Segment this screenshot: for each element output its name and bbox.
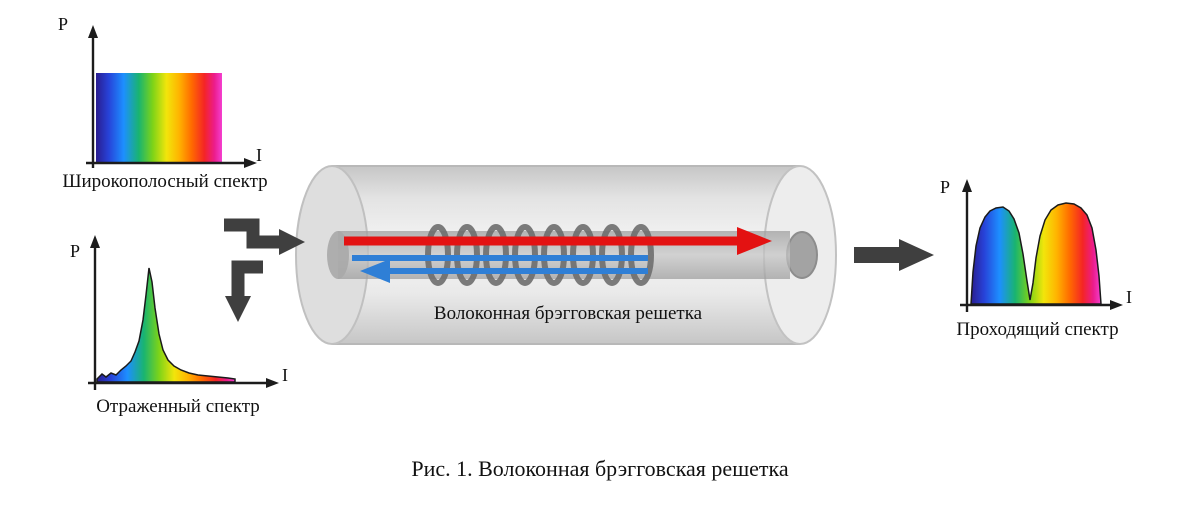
figure-caption: Рис. 1. Волоконная брэгговская решетка [411, 456, 789, 481]
broadband-p-axis-label: P [58, 14, 69, 34]
transmitted-p-axis-label: P [940, 177, 951, 197]
reflected-i-axis-label: I [282, 365, 288, 385]
transmitted-spectrum-title: Проходящий спектр [956, 319, 1119, 340]
incident-light-arrowhead [737, 227, 772, 255]
fiber-bragg-grating-label: Волоконная брэгговская решетка [433, 303, 703, 324]
broadband-i-axis-label: I [256, 145, 262, 165]
reflected-p-axis-label: P [70, 241, 81, 261]
reflected-spectrum-title: Отраженный спектр [96, 396, 260, 417]
transmitted-x-axis-arrowhead [1110, 300, 1123, 310]
incident-light-arrow [344, 227, 772, 255]
broadband-spectrum-plot [86, 25, 257, 168]
reflected-spectrum-curve [96, 267, 236, 383]
reflected-light-arrowhead [360, 259, 390, 283]
transmitted-spectrum-curve [970, 202, 1102, 305]
input-flow-arrow [224, 218, 305, 255]
transmitted-spectrum-plot [960, 179, 1123, 312]
broadband-rainbow-band [96, 73, 222, 162]
fiber-core-end [786, 231, 818, 279]
output-flow-arrow [854, 239, 934, 271]
transmitted-i-axis-label: I [1126, 287, 1132, 307]
fiber-core-left-end [327, 231, 349, 279]
reflected-flow-arrowhead [225, 296, 251, 322]
broadband-x-axis-arrowhead [244, 158, 257, 168]
reflected-x-axis-arrowhead [266, 378, 279, 388]
reflected-light-arrow [352, 255, 648, 283]
reflected-y-axis-arrowhead [90, 235, 100, 248]
broadband-y-axis-arrowhead [88, 25, 98, 38]
transmitted-y-axis-arrowhead [962, 179, 972, 192]
reflected-flow-arrow [225, 260, 263, 322]
input-flow-arrowhead [279, 229, 305, 255]
fiber-cylinder [295, 165, 837, 345]
broadband-spectrum-title: Широкополосный спектр [62, 171, 268, 192]
output-flow-arrowhead [899, 239, 934, 271]
reflected-spectrum-plot [88, 235, 279, 390]
